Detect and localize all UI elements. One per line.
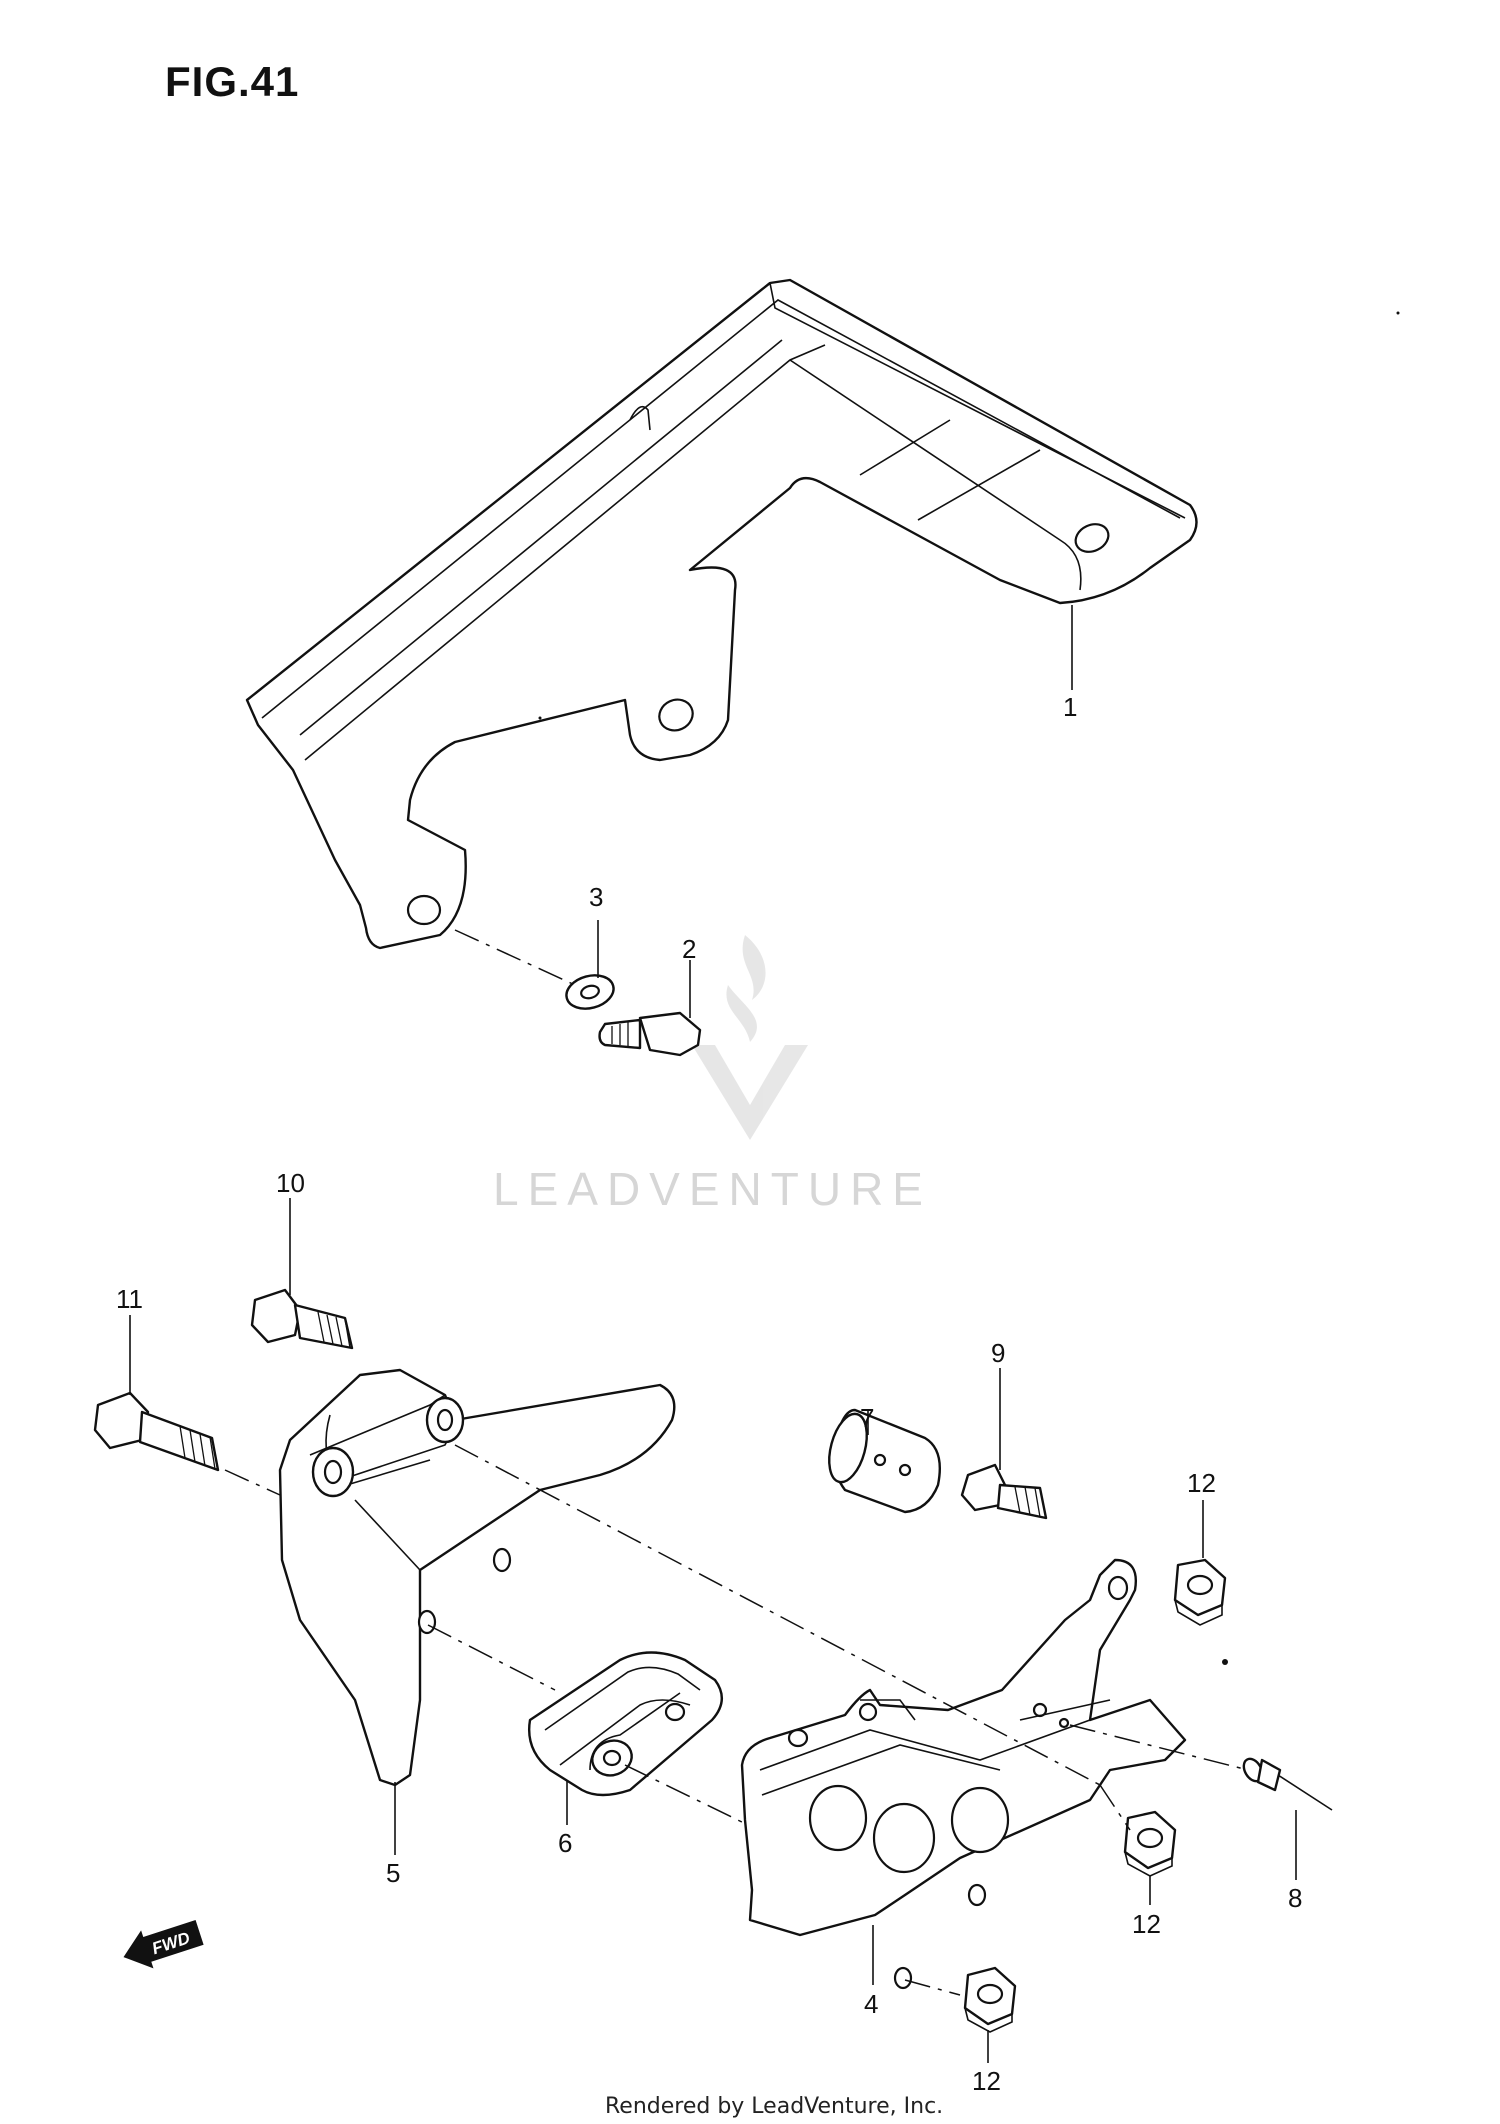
watermark-text: LEADVENTURE	[493, 1163, 932, 1215]
part-4-cutout	[950, 1786, 1010, 1854]
callout-12-bottom: 12	[972, 2066, 1001, 2096]
footer-credit: Rendered by LeadVenture, Inc.	[605, 2094, 943, 2119]
callout-6: 6	[558, 1828, 572, 1858]
part-9-bolt	[960, 1463, 1048, 1520]
callout-8: 8	[1288, 1883, 1302, 1913]
part-2-bolt	[598, 1011, 702, 1057]
part-4-plate	[740, 1558, 1187, 1990]
part-10-bolt	[250, 1288, 354, 1350]
stray-mark	[1396, 311, 1400, 315]
stray-mark	[538, 716, 542, 720]
part-7-damper	[828, 1408, 942, 1514]
part-4-cutout	[872, 1802, 936, 1874]
leadventure-flame-logo-icon	[692, 935, 808, 1140]
fwd-direction-marker: FWD	[123, 1920, 204, 1969]
part-1-mount-hole	[658, 698, 694, 732]
part-1-chain-case	[245, 278, 1198, 950]
stray-mark	[1222, 1659, 1228, 1665]
callout-7: 7	[860, 1403, 874, 1433]
callout-5: 5	[386, 1858, 400, 1888]
callout-11: 11	[116, 1284, 143, 1314]
callout-12-mid: 12	[1132, 1909, 1161, 1939]
callout-9: 9	[991, 1338, 1005, 1368]
callout-1: 1	[1063, 692, 1077, 722]
callout-3: 3	[589, 882, 603, 912]
part-1-mount-hole	[1074, 523, 1110, 553]
part-12-nut	[1123, 1810, 1177, 1877]
part-8-rivet	[1242, 1757, 1333, 1811]
callout-4: 4	[864, 1989, 878, 2019]
part-12-nut	[963, 1966, 1017, 2033]
watermark: LEADVENTURE	[493, 935, 932, 1215]
part-12-nut	[1173, 1558, 1227, 1626]
part-1-mount-hole	[406, 894, 442, 926]
callout-12-top: 12	[1187, 1468, 1216, 1498]
part-11-bolt	[93, 1391, 220, 1472]
figure-title: FIG.41	[165, 58, 299, 105]
part-6-rubber-damper	[528, 1651, 723, 1797]
part-3-washer	[565, 974, 615, 1010]
callout-10: 10	[276, 1168, 305, 1198]
part-5-bracket	[278, 1368, 676, 1787]
part-4-cutout	[808, 1784, 868, 1852]
fwd-arrow-icon	[123, 1920, 204, 1969]
callout-2: 2	[682, 934, 696, 964]
